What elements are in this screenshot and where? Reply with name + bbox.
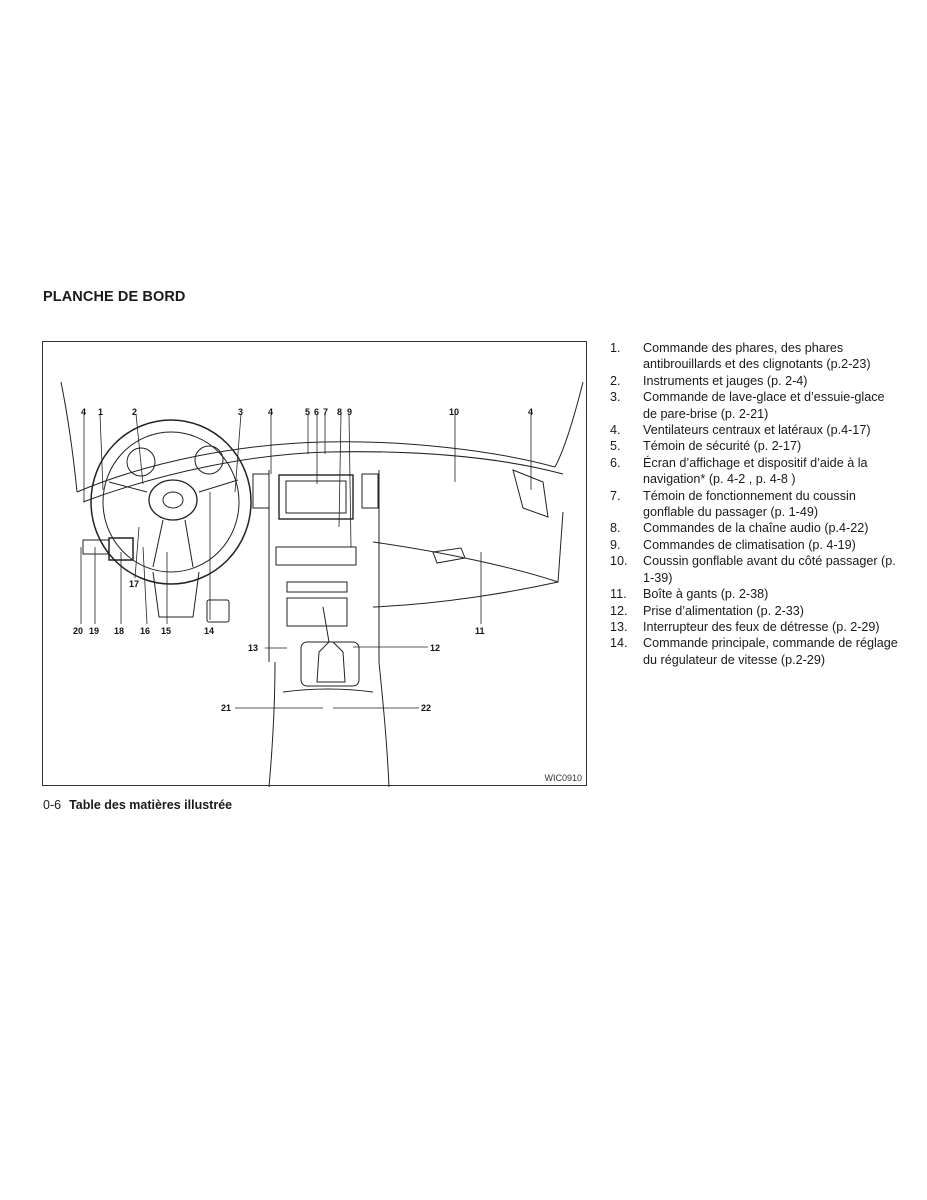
callout-4-left: 4: [81, 407, 86, 417]
list-item-number: 4.: [610, 423, 621, 438]
list-item-number: 8.: [610, 521, 621, 536]
list-item-text: Boîte à gants (p. 2-38): [643, 587, 769, 602]
list-item-text: Écran d’affichage et dispositif d’aide à…: [643, 455, 868, 487]
page-number: 0-6: [43, 798, 62, 812]
page-footer: 0-6 Table des matières illustrée: [43, 798, 232, 812]
list-item-number: 10.: [610, 554, 628, 569]
list-item-text: Témoin de sécurité (p. 2-17): [643, 439, 802, 454]
list-item-number: 6.: [610, 455, 621, 470]
callout-13: 13: [248, 643, 258, 653]
list-item-number: 9.: [610, 537, 621, 552]
list-item: 7. Témoin de fonctionnement du coussin go…: [610, 488, 900, 521]
callout-17: 17: [129, 579, 139, 589]
list-item-number: 5.: [610, 439, 621, 454]
callout-7: 7: [323, 407, 328, 417]
list-item: 3. Commande de lave-glace et d’essuie-gla…: [610, 389, 900, 422]
callout-19: 19: [89, 626, 99, 636]
list-item: 1. Commande des phares, des phares antibr…: [610, 340, 900, 373]
list-item: 13. Interrupteur des feux de détresse (p.…: [610, 619, 900, 635]
list-item-text: Coussin gonflable avant du côté passager…: [643, 554, 896, 585]
callout-20: 20: [73, 626, 83, 636]
list-item-number: 13.: [610, 619, 628, 634]
callout-6: 6: [314, 407, 319, 417]
list-item-number: 1.: [610, 341, 621, 355]
list-item-number: 3.: [610, 390, 621, 405]
dashboard-illustration: 4 1 2 3 4 5 6 7 8 9 10 4 11 12 13 14 15 …: [60, 381, 584, 787]
list-item: 4. Ventilateurs centraux et latéraux (p.4…: [610, 422, 900, 438]
callout-12: 12: [430, 643, 440, 653]
list-item: 2. Instruments et jauges (p. 2-4): [610, 373, 900, 389]
list-item-text: Commandes de la chaîne audio (p.4-22): [643, 521, 869, 536]
list-item-text: Commande principale, commande de réglage…: [643, 636, 898, 667]
list-item: 11. Boîte à gants (p. 2-38): [610, 586, 900, 602]
list-item-number: 11.: [610, 587, 627, 602]
callout-9: 9: [347, 407, 352, 417]
callout-3: 3: [238, 407, 243, 417]
callout-1: 1: [98, 407, 103, 417]
dashboard-figure: 4 1 2 3 4 5 6 7 8 9 10 4 11 12 13 14 15 …: [42, 341, 587, 787]
list-item-text: Témoin de fonctionnement du coussin gonf…: [643, 488, 856, 520]
figure-code: WIC0910: [544, 773, 582, 783]
callout-4-center: 4: [268, 407, 273, 417]
list-item-text: Interrupteur des feux de détresse (p. 2-…: [643, 619, 880, 634]
callout-21: 21: [221, 703, 231, 713]
callout-16: 16: [140, 626, 150, 636]
list-item-number: 14.: [610, 636, 628, 651]
list-item-number: 2.: [610, 373, 621, 388]
callout-4-right: 4: [528, 407, 533, 417]
legend-list: 1. Commande des phares, des phares antibr…: [610, 340, 900, 668]
list-item: 9. Commandes de climatisation (p. 4-19): [610, 537, 900, 553]
list-item: 12. Prise d’alimentation (p. 2-33): [610, 603, 900, 619]
list-item-text: Ventilateurs centraux et latéraux (p.4-1…: [643, 423, 871, 438]
list-item-number: 12.: [610, 603, 628, 618]
list-item: 5. Témoin de sécurité (p. 2-17): [610, 438, 900, 454]
list-item: 10. Coussin gonflable avant du côté passa…: [610, 553, 900, 586]
callout-2: 2: [132, 407, 137, 417]
callout-5: 5: [305, 407, 310, 417]
callout-8: 8: [337, 407, 342, 417]
list-item-text: Instruments et jauges (p. 2-4): [643, 373, 808, 388]
callout-14: 14: [204, 626, 214, 636]
callout-11: 11: [475, 626, 485, 636]
callout-22: 22: [421, 703, 431, 713]
callout-18: 18: [114, 626, 124, 636]
list-item-text: Commandes de climatisation (p. 4-19): [643, 537, 856, 552]
list-item-number: 7.: [610, 488, 621, 503]
list-item-text: Prise d’alimentation (p. 2-33): [643, 603, 804, 618]
callout-10: 10: [449, 407, 459, 417]
list-item: 14. Commande principale, commande de régl…: [610, 635, 900, 668]
callout-15: 15: [161, 626, 171, 636]
footer-title: Table des matières illustrée: [69, 798, 233, 812]
list-item-text: Commande des phares, des phares antibrou…: [643, 341, 871, 372]
list-item: 6. Écran d’affichage et dispositif d’aide…: [610, 455, 900, 488]
list-item: 8. Commandes de la chaîne audio (p.4-22): [610, 520, 900, 536]
list-item-text: Commande de lave-glace et d’essuie-glace…: [643, 390, 885, 421]
section-title: PLANCHE DE BORD: [43, 289, 186, 305]
